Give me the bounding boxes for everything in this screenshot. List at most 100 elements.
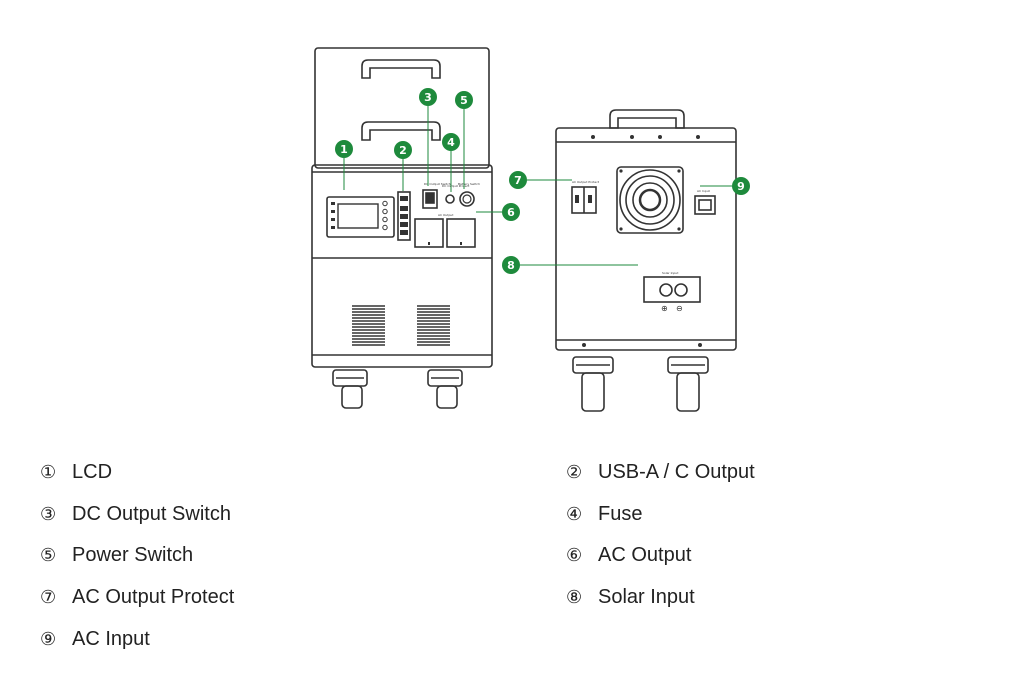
front-wheel-right — [427, 369, 463, 409]
ac-output-tiny-label: AC Output — [438, 213, 454, 217]
screw — [698, 343, 702, 347]
fuse-tiny-label: DC Output Protect — [442, 184, 470, 188]
callout-number: 5 — [460, 94, 468, 107]
callout-marker — [509, 171, 527, 189]
lcd-module — [326, 196, 395, 238]
callout-number: 1 — [340, 143, 348, 156]
callout-5: 5 — [455, 91, 473, 109]
front-body — [311, 164, 493, 368]
screw — [630, 135, 634, 139]
callout-marker — [502, 203, 520, 221]
usb-port — [400, 230, 408, 235]
front-view — [311, 47, 493, 409]
callout-number: 7 — [514, 174, 522, 187]
legend-number: ⑧ — [566, 587, 583, 608]
usb-port — [400, 206, 408, 211]
callout-6: 6 — [502, 203, 520, 221]
legend-number: ① — [40, 462, 57, 483]
positive-symbol: ⊕ — [661, 304, 668, 313]
outlet-slot — [428, 242, 430, 245]
usb-port — [400, 214, 408, 219]
callout-marker — [335, 140, 353, 158]
legend-item: ③ DC Output Switch — [40, 502, 231, 527]
power-switch-tiny-label: Battery Switch — [458, 182, 480, 186]
callout-marker — [394, 141, 412, 159]
dc-switch-tiny-label: DC Output Switch — [424, 182, 451, 186]
callout-number: 2 — [399, 144, 407, 157]
fan-screw — [677, 169, 681, 173]
ac-input-socket — [694, 195, 716, 215]
legend-label: Power Switch — [72, 544, 194, 566]
legend-item: ⑧ Solar Input — [566, 585, 695, 610]
lcd-control-button — [382, 208, 388, 215]
legend-item: ⑤ Power Switch — [40, 543, 193, 568]
fan-housing — [616, 166, 684, 234]
handle-frame — [314, 47, 490, 169]
usb-port — [400, 196, 408, 201]
ac-input-tiny-label: AC Input — [697, 189, 711, 193]
legend-label: LCD — [72, 461, 113, 483]
screw — [658, 135, 662, 139]
middle-handle — [361, 121, 441, 141]
callout-number: 8 — [507, 259, 515, 272]
solar-positive-terminal — [659, 283, 673, 297]
negative-symbol: ⊖ — [676, 304, 683, 313]
fan-screw — [677, 227, 681, 231]
rear-body — [555, 127, 737, 351]
callout-number: 3 — [424, 91, 432, 104]
ac-outlet-right — [446, 218, 476, 248]
dc-switch — [422, 189, 438, 209]
callout-8: 8 — [502, 256, 520, 274]
legend-label: AC Input — [72, 628, 150, 650]
callout-2: 2 — [394, 141, 412, 159]
legend-item: ② USB-A / C Output — [566, 460, 755, 485]
screw — [696, 135, 700, 139]
callout-number: 4 — [447, 136, 455, 149]
legend-label: USB-A / C Output — [598, 461, 755, 483]
callout-marker — [732, 177, 750, 195]
front-wheel-left — [332, 369, 368, 409]
callout-marker — [455, 91, 473, 109]
callout-9: 9 — [732, 177, 750, 195]
legend-number: ② — [566, 462, 583, 483]
power-switch — [459, 191, 475, 207]
callout-3: 3 — [419, 88, 437, 106]
solar-negative-terminal — [674, 283, 688, 297]
rear-handle — [609, 109, 685, 129]
lcd-side-button — [331, 202, 335, 205]
outlet-slot — [460, 242, 462, 245]
callout-marker — [419, 88, 437, 106]
lcd-control-button — [382, 216, 388, 223]
ac-outlet-left — [414, 218, 444, 248]
solar-input-panel — [643, 276, 701, 303]
callout-number: 6 — [507, 206, 515, 219]
legend-label: AC Output — [598, 544, 692, 566]
legend-label: DC Output Switch — [72, 503, 231, 525]
legend-number: ③ — [40, 504, 57, 525]
solar-tiny-label: Solar Input — [662, 271, 679, 275]
legend-label: Solar Input — [598, 586, 695, 608]
legend-label: AC Output Protect — [72, 586, 235, 608]
legend-number: ⑨ — [40, 629, 57, 650]
screw — [591, 135, 595, 139]
fuse — [445, 194, 455, 204]
usb-port — [400, 222, 408, 227]
callout-1: 1 — [335, 140, 353, 158]
top-handle — [361, 59, 441, 79]
rear-view — [555, 109, 737, 412]
legend-number: ⑤ — [40, 545, 57, 566]
rear-wheel-left — [572, 356, 614, 412]
legend-label: Fuse — [598, 503, 643, 525]
fan-screw — [619, 169, 623, 173]
lcd-side-button — [331, 226, 335, 229]
lcd-side-button — [331, 218, 335, 221]
lcd-screen — [337, 203, 379, 229]
breaker-toggle — [575, 195, 579, 203]
ac-protect-tiny-label: AC Output Protect — [572, 180, 600, 184]
rear-wheel-right — [667, 356, 709, 412]
fan-screw — [619, 227, 623, 231]
callout-4: 4 — [442, 133, 460, 151]
